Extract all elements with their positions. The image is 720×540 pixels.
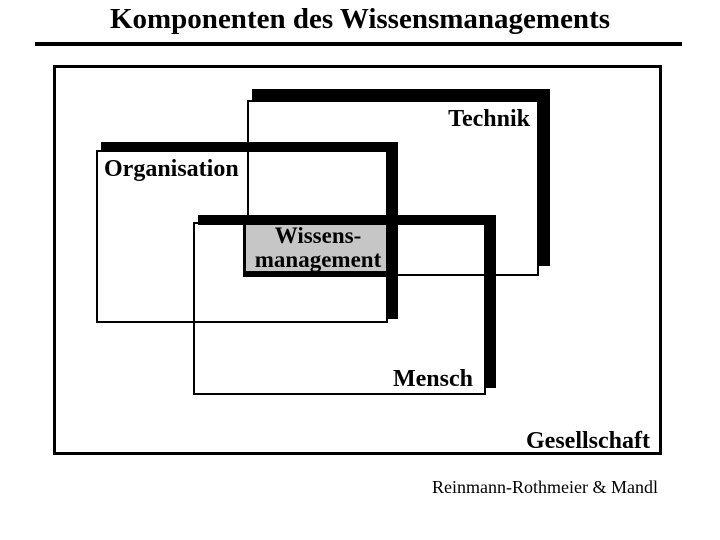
mensch-shadow-right-bar [484, 215, 496, 388]
wissensmanagement-box: Wissens- management [243, 223, 390, 277]
gesellschaft-box [53, 65, 662, 455]
technik-label: Technik [448, 106, 530, 132]
gesellschaft-label: Gesellschaft [526, 428, 650, 454]
wissensmanagement-label-line2: management [254, 247, 382, 272]
organisation-shadow-right-bar [386, 142, 398, 319]
title-underline [35, 42, 682, 46]
mensch-label: Mensch [393, 366, 473, 392]
technik-shadow-top-bar [252, 89, 550, 100]
slide-title: Komponenten des Wissensmanagements [109, 3, 611, 35]
organisation-label: Organisation [104, 156, 239, 182]
wissensmanagement-label-line1: Wissens- [274, 223, 362, 248]
organisation-shadow-top-bar [101, 142, 397, 151]
mensch-shadow-top-bar [198, 215, 495, 225]
technik-shadow-right-bar [537, 89, 550, 266]
attribution-text: Reinmann-Rothmeier & Mandl [432, 477, 658, 497]
